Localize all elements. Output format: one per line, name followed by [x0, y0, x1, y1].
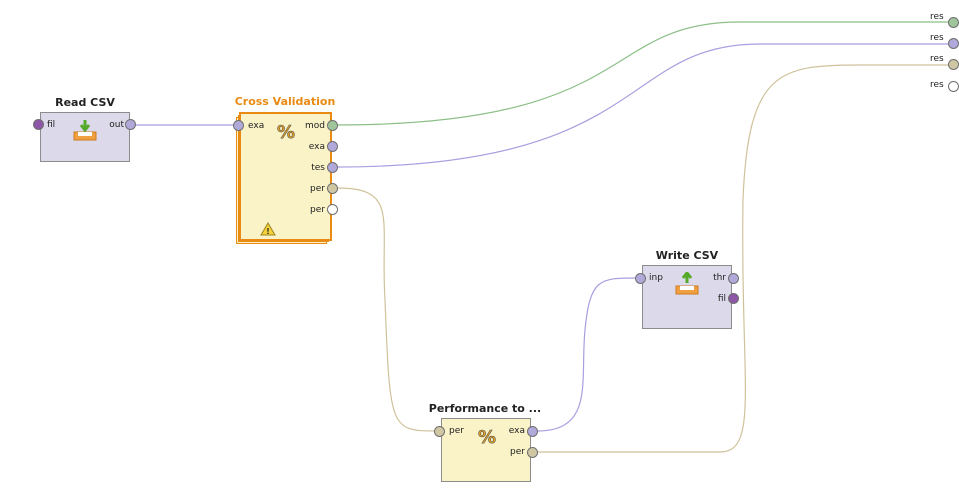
- cv-port-out-label-per2: per: [310, 205, 325, 215]
- write-csv-port-out-label-thr: thr: [713, 273, 726, 283]
- read-csv-operator[interactable]: fil out: [40, 112, 130, 162]
- performance-to-title: Performance to ...: [428, 402, 542, 415]
- result-port-label-1: res: [930, 12, 944, 22]
- write-csv-port-thr[interactable]: [728, 273, 739, 284]
- write-csv-operator[interactable]: inp thr fil: [642, 265, 732, 329]
- write-csv-title: Write CSV: [655, 249, 719, 262]
- cv-port-exa-out[interactable]: [327, 141, 338, 152]
- read-csv-title: Read CSV: [55, 96, 115, 109]
- cross-validation-title: Cross Validation: [234, 95, 336, 108]
- cv-port-out-label-per1: per: [310, 184, 325, 194]
- percent-icon: %: [277, 122, 296, 143]
- perf-port-per-in[interactable]: [434, 426, 445, 437]
- result-port-2[interactable]: [948, 38, 959, 49]
- write-csv-port-inp[interactable]: [635, 273, 646, 284]
- percent-icon: %: [478, 427, 497, 448]
- result-port-label-2: res: [930, 33, 944, 43]
- write-csv-port-in-label: inp: [649, 273, 663, 283]
- cv-port-tes[interactable]: [327, 162, 338, 173]
- perf-port-exa-out[interactable]: [527, 426, 538, 437]
- cv-port-out-label-tes: tes: [311, 163, 325, 173]
- svg-text:%: %: [277, 122, 295, 143]
- warning-icon[interactable]: !: [260, 222, 276, 236]
- read-csv-port-fil[interactable]: [33, 119, 44, 130]
- result-port-4[interactable]: [948, 81, 959, 92]
- perf-port-out-label-per: per: [510, 447, 525, 457]
- write-csv-icon: [675, 272, 699, 295]
- read-csv-port-out-label: out: [109, 120, 124, 130]
- performance-to-operator[interactable]: per exa per %: [441, 418, 531, 482]
- perf-port-per-out[interactable]: [527, 447, 538, 458]
- wire-tes-to-res2[interactable]: [336, 43, 950, 168]
- read-csv-port-in-label: fil: [47, 120, 56, 130]
- wire-per-to-perf[interactable]: [336, 187, 439, 432]
- write-csv-port-out-label-fil: fil: [717, 294, 726, 304]
- result-port-label-3: res: [930, 54, 944, 64]
- write-csv-port-fil[interactable]: [728, 293, 739, 304]
- cv-port-in-label: exa: [248, 121, 265, 131]
- result-port-label-4: res: [930, 80, 944, 90]
- cv-port-out-label-mod: mod: [305, 121, 325, 131]
- svg-text:!: !: [266, 227, 270, 236]
- cross-validation-operator[interactable]: exa mod exa tes per per % !: [240, 113, 331, 240]
- read-csv-icon: [73, 120, 97, 141]
- wire-perf-per-to-res3[interactable]: [537, 64, 950, 453]
- wire-perf-exa-to-write[interactable]: [536, 277, 638, 432]
- cv-port-out-label-exa: exa: [308, 142, 325, 152]
- svg-text:%: %: [478, 427, 496, 448]
- cv-port-mod[interactable]: [327, 120, 338, 131]
- result-port-1[interactable]: [948, 17, 959, 28]
- result-port-3[interactable]: [948, 59, 959, 70]
- perf-port-out-label-exa: exa: [508, 426, 525, 436]
- wire-mod-to-res1[interactable]: [336, 21, 950, 126]
- cv-port-per-1[interactable]: [327, 183, 338, 194]
- cv-port-exa-in[interactable]: [233, 120, 244, 131]
- read-csv-port-out[interactable]: [125, 119, 136, 130]
- cv-port-per-2[interactable]: [327, 204, 338, 215]
- perf-port-in-label: per: [449, 426, 464, 436]
